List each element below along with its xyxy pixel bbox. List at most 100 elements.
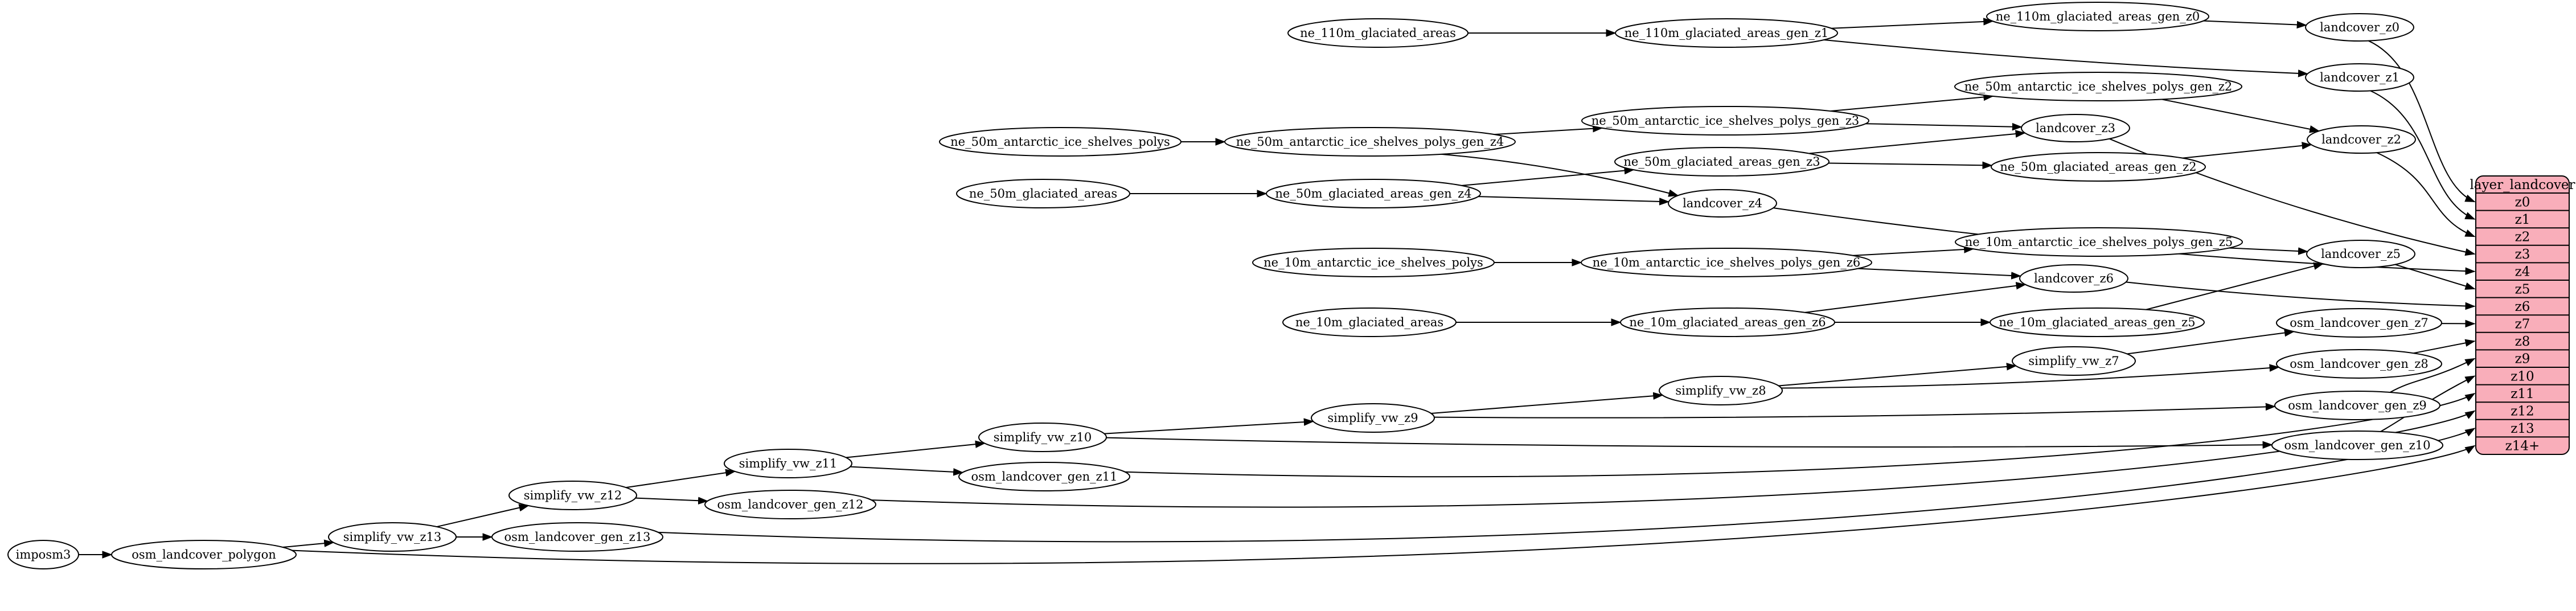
table-row-z0: z0 <box>2515 195 2530 210</box>
node-simplify_vw_z7: simplify_vw_z7 <box>2012 346 2136 376</box>
edge-ne_50m_antarctic_ice_shelves_polys_gen_z2-to-landcover_z2 <box>2161 99 2320 133</box>
table-row-z3: z3 <box>2515 247 2530 262</box>
node-ellipse-ne_50m_antarctic_ice_shelves_polys_gen_z4 <box>1224 127 1516 157</box>
node-landcover_z3: landcover_z3 <box>2021 114 2130 142</box>
node-landcover_z0: landcover_z0 <box>2305 13 2414 42</box>
table-row-z14plus: z14+ <box>2505 439 2540 454</box>
node-ellipse-simplify_vw_z8 <box>1659 376 1783 405</box>
edge-landcover_z2-to-layer-row-z2 <box>2376 152 2476 237</box>
node-ellipse-osm_landcover_gen_z9 <box>2274 391 2440 420</box>
node-landcover_z4: landcover_z4 <box>1668 189 1777 218</box>
node-ne_50m_glaciated_areas_gen_z4: ne_50m_glaciated_areas_gen_z4 <box>1266 179 1481 208</box>
node-simplify_vw_z12: simplify_vw_z12 <box>508 481 637 510</box>
node-osm_landcover_gen_z10: osm_landcover_gen_z10 <box>2271 430 2443 460</box>
node-label-ne_50m_glaciated_areas_gen_z2: ne_50m_glaciated_areas_gen_z2 <box>2000 160 2196 174</box>
node-label-simplify_vw_z8: simplify_vw_z8 <box>1675 384 1766 397</box>
edge-simplify_vw_z9-to-osm_landcover_gen_z9 <box>1434 403 2276 419</box>
node-label-ne_10m_glaciated_areas_gen_z5: ne_10m_glaciated_areas_gen_z5 <box>1999 315 2195 329</box>
table-row-z10: z10 <box>2511 369 2534 384</box>
node-ellipse-osm_landcover_gen_z8 <box>2276 349 2442 379</box>
edge-ne_10m_antarctic_ice_shelves_polys_gen_z5-to-landcover_z5 <box>2229 247 2309 255</box>
edge-ne_10m_glaciated_areas_gen_z6-to-landcover_z6 <box>1805 282 2027 313</box>
node-ellipse-landcover_z3 <box>2021 114 2130 142</box>
node-simplify_vw_z9: simplify_vw_z9 <box>1311 403 1435 433</box>
edge-landcover_z0-to-layer-row-z0 <box>2368 40 2476 203</box>
node-label-ne_50m_glaciated_areas: ne_50m_glaciated_areas <box>969 187 1117 200</box>
node-osm_landcover_polygon: osm_landcover_polygon <box>111 540 297 569</box>
node-label-simplify_vw_z7: simplify_vw_z7 <box>2028 354 2119 368</box>
node-label-ne_10m_glaciated_areas_gen_z6: ne_10m_glaciated_areas_gen_z6 <box>1629 315 1826 329</box>
edge-simplify_vw_z9-to-simplify_vw_z8 <box>1431 392 1664 414</box>
edge-ne_10m_glaciated_areas_gen_z5-to-landcover_z5 <box>2146 262 2324 310</box>
node-ellipse-ne_110m_glaciated_areas_gen_z1 <box>1615 18 1838 48</box>
node-ne_10m_antarctic_ice_shelves_polys_gen_z6: ne_10m_antarctic_ice_shelves_polys_gen_z… <box>1581 248 1872 277</box>
node-ellipse-ne_50m_antarctic_ice_shelves_polys_gen_z2 <box>1954 72 2242 101</box>
node-label-ne_110m_glaciated_areas_gen_z0: ne_110m_glaciated_areas_gen_z0 <box>1996 10 2200 23</box>
node-ne_110m_glaciated_areas_gen_z0: ne_110m_glaciated_areas_gen_z0 <box>1986 2 2209 31</box>
node-label-osm_landcover_gen_z13: osm_landcover_gen_z13 <box>504 530 651 544</box>
table-row-z11: z11 <box>2511 387 2534 401</box>
node-label-simplify_vw_z13: simplify_vw_z13 <box>343 530 442 544</box>
node-landcover_z6: landcover_z6 <box>2019 264 2128 293</box>
node-ellipse-osm_landcover_gen_z13 <box>491 522 663 552</box>
edge-simplify_vw_z10-to-osm_landcover_gen_z10 <box>1106 437 2273 449</box>
edge-ne_110m_glaciated_areas_gen_z0-to-landcover_z0 <box>2203 20 2307 29</box>
node-simplify_vw_z13: simplify_vw_z13 <box>328 522 457 552</box>
node-osm_landcover_gen_z7: osm_landcover_gen_z7 <box>2276 308 2442 338</box>
node-label-landcover_z1: landcover_z1 <box>2320 71 2399 84</box>
edge-simplify_vw_z12-to-simplify_vw_z11 <box>626 469 736 489</box>
edge-osm_landcover_polygon-to-simplify_vw_z13 <box>282 539 335 548</box>
node-ellipse-simplify_vw_z11 <box>724 449 852 478</box>
edge-ne_10m_antarctic_ice_shelves_polys_gen_z6-to-landcover_z6 <box>1857 268 2022 280</box>
node-osm_landcover_gen_z12: osm_landcover_gen_z12 <box>704 490 876 519</box>
node-ne_50m_antarctic_ice_shelves_polys_gen_z4: ne_50m_antarctic_ice_shelves_polys_gen_z… <box>1224 127 1516 157</box>
edge-ne_50m_antarctic_ice_shelves_polys_gen_z4-to-ne_50m_antarctic_ice_shelves_polys_gen_z3 <box>1494 125 1603 136</box>
node-label-osm_landcover_gen_z12: osm_landcover_gen_z12 <box>717 498 864 511</box>
table-row-z4: z4 <box>2515 265 2530 280</box>
node-label-ne_10m_antarctic_ice_shelves_polys_gen_z6: ne_10m_antarctic_ice_shelves_polys_gen_z… <box>1593 256 1861 269</box>
node-label-simplify_vw_z11: simplify_vw_z11 <box>739 457 838 470</box>
node-ellipse-ne_50m_glaciated_areas_gen_z3 <box>1614 147 1830 177</box>
node-ne_50m_antarctic_ice_shelves_polys: ne_50m_antarctic_ice_shelves_polys <box>939 127 1182 157</box>
edge-simplify_vw_z8-to-simplify_vw_z7 <box>1778 363 2017 387</box>
node-label-ne_10m_antarctic_ice_shelves_polys_gen_z5: ne_10m_antarctic_ice_shelves_polys_gen_z… <box>1965 235 2233 249</box>
node-ellipse-osm_landcover_polygon <box>111 540 297 569</box>
node-label-ne_50m_antarctic_ice_shelves_polys_gen_z3: ne_50m_antarctic_ice_shelves_polys_gen_z… <box>1591 114 1860 128</box>
edge-ne_50m_glaciated_areas_gen_z3-to-landcover_z3 <box>1808 130 2026 154</box>
edge-landcover_z1-to-layer-row-z1 <box>2370 90 2476 220</box>
edge-ne_50m_antarctic_ice_shelves_polys_gen_z3-to-ne_50m_antarctic_ice_shelves_polys_gen_z2 <box>1831 93 1994 112</box>
node-ellipse-ne_10m_glaciated_areas_gen_z6 <box>1620 307 1835 337</box>
node-ellipse-landcover_z5 <box>2306 240 2415 268</box>
node-label-ne_50m_antarctic_ice_shelves_polys_gen_z4: ne_50m_antarctic_ice_shelves_polys_gen_z… <box>1236 135 1504 149</box>
table-row-z12: z12 <box>2511 404 2534 419</box>
edge-simplify_vw_z11-to-osm_landcover_gen_z11 <box>850 466 964 476</box>
node-ellipse-simplify_vw_z7 <box>2012 346 2136 376</box>
node-label-landcover_z6: landcover_z6 <box>2034 272 2114 285</box>
node-ellipse-ne_10m_antarctic_ice_shelves_polys <box>1252 248 1495 277</box>
edge-simplify_vw_z12-to-osm_landcover_gen_z12 <box>635 497 709 505</box>
table-row-z5: z5 <box>2515 282 2530 297</box>
table-row-z1: z1 <box>2515 212 2530 227</box>
edge-ne_110m_glaciated_areas_gen_z1-to-landcover_z1 <box>1823 39 2308 77</box>
edge-osm_landcover_polygon-to-layer-row-z14+ <box>292 445 2476 564</box>
node-ellipse-landcover_z0 <box>2305 13 2414 42</box>
edge-simplify_vw_z13-to-simplify_vw_z12 <box>436 504 530 528</box>
node-ellipse-simplify_vw_z10 <box>978 423 1107 452</box>
node-label-landcover_z5: landcover_z5 <box>2321 247 2401 261</box>
node-label-osm_landcover_gen_z8: osm_landcover_gen_z8 <box>2290 357 2429 371</box>
edge-ne_50m_glaciated_areas_gen_z3-to-ne_50m_glaciated_areas_gen_z2 <box>1828 161 1993 169</box>
node-label-ne_10m_glaciated_areas: ne_10m_glaciated_areas <box>1295 315 1443 329</box>
node-ellipse-ne_110m_glaciated_areas <box>1287 18 1469 48</box>
node-osm_landcover_gen_z9: osm_landcover_gen_z9 <box>2274 391 2440 420</box>
edge-ne_10m_antarctic_ice_shelves_polys_gen_z6-to-ne_10m_antarctic_ice_shelves_polys_gen_z5 <box>1853 245 1975 256</box>
table-title: layer_landcover <box>2470 178 2575 192</box>
node-label-landcover_z3: landcover_z3 <box>2036 121 2115 135</box>
node-ellipse-simplify_vw_z9 <box>1311 403 1435 433</box>
node-label-landcover_z2: landcover_z2 <box>2321 133 2401 146</box>
node-ne_50m_glaciated_areas_gen_z2: ne_50m_glaciated_areas_gen_z2 <box>1991 152 2206 182</box>
edge-ne_50m_glaciated_areas_gen_z2-to-landcover_z2 <box>2183 142 2312 159</box>
node-label-simplify_vw_z10: simplify_vw_z10 <box>994 430 1092 444</box>
node-ellipse-ne_10m_glaciated_areas <box>1282 307 1457 337</box>
node-label-ne_10m_antarctic_ice_shelves_polys: ne_10m_antarctic_ice_shelves_polys <box>1264 256 1483 269</box>
